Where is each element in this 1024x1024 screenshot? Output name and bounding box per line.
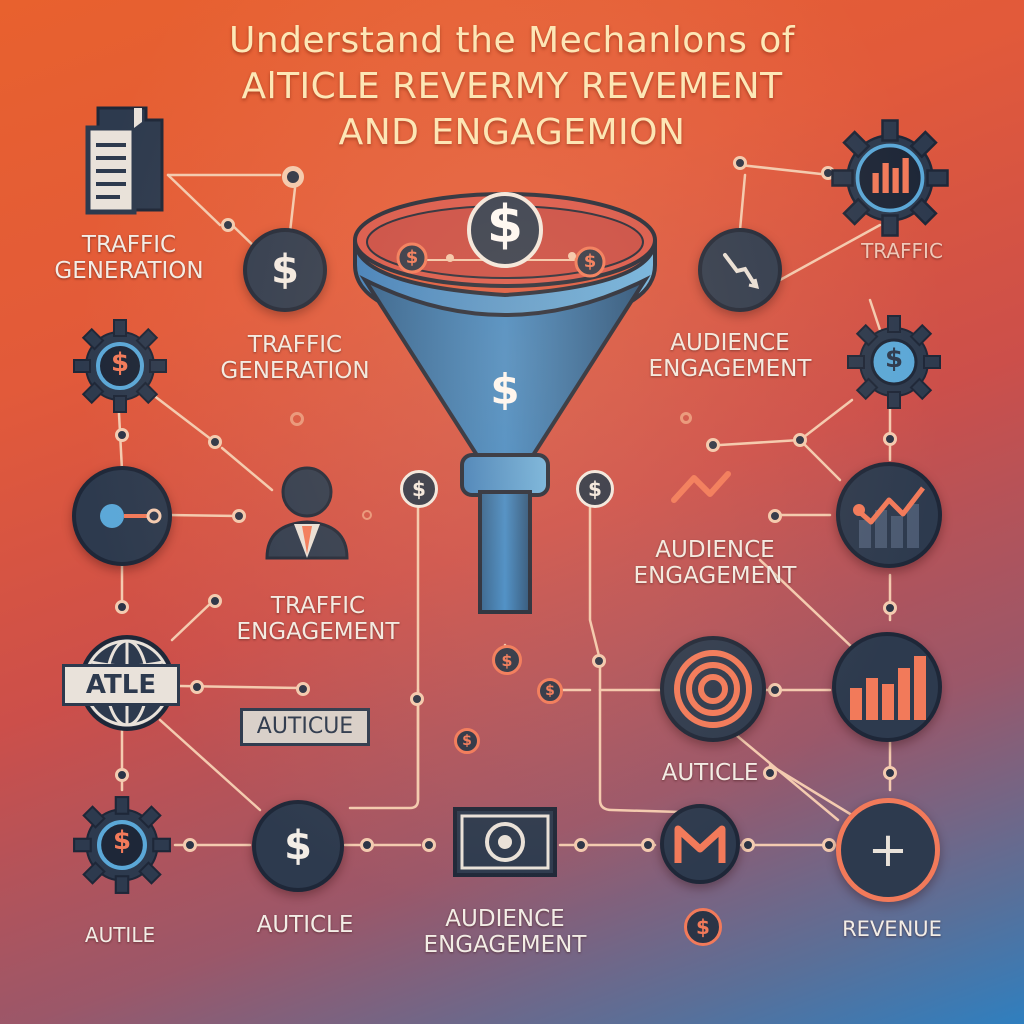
connector-dot (741, 838, 755, 852)
dollar-icon: $ (284, 823, 312, 869)
connector-dot (763, 766, 777, 780)
connector-dot (296, 682, 310, 696)
gear-dollar-bottom-symbol: $ (112, 826, 132, 856)
title-line-1: Understand the Mechanlons of (229, 20, 795, 61)
target-node (660, 636, 766, 742)
connector-dot (232, 509, 246, 523)
chart-node (836, 462, 942, 568)
dollar-icon: $ (271, 247, 299, 293)
connector-dot (360, 838, 374, 852)
label-autile: AUTILE (84, 923, 156, 947)
connector-dot (115, 600, 129, 614)
connector-dot (208, 435, 222, 449)
target-icon (674, 650, 752, 728)
connector-dot (793, 433, 807, 447)
connector-dot (768, 509, 782, 523)
label-audience-engagement-mid: AUDIENCE ENGAGEMENT (633, 537, 797, 589)
connector-dot (115, 428, 129, 442)
m-chart-node (660, 804, 740, 884)
label-traffic-generation-mid: TRAFFIC GENERATION (220, 332, 370, 384)
funnel-right-coin-symbol: $ (583, 251, 597, 272)
m-chart-icon (674, 825, 726, 863)
toggle-node (72, 466, 172, 566)
gear-chart-icon (831, 119, 949, 237)
connector-dot (768, 683, 782, 697)
funnel-top-dollar: $ (486, 195, 524, 255)
gear-dollar-icon (73, 319, 167, 413)
dollar-node-bottom: $ (252, 800, 344, 892)
connector-dot (574, 838, 588, 852)
label-traffic-right: TRAFFIC (861, 239, 943, 263)
title-line-2: AlTICLE REVERMY REVEMENT (241, 66, 783, 107)
connector-dot (282, 166, 304, 188)
coin-small: $ (492, 645, 522, 675)
dollar-node: $ (243, 228, 327, 312)
bar-chart-icon (850, 656, 926, 720)
connector-dot (641, 838, 655, 852)
connector-dot (883, 601, 897, 615)
gear-dollar-right-icon (847, 315, 941, 409)
person-icon (265, 466, 349, 560)
coin-left: $ (400, 470, 438, 508)
connector-dot (422, 838, 436, 852)
label-audience-engagement-bottom: AUDIENCE ENGAGEMENT (423, 906, 587, 958)
document-icon (85, 106, 164, 215)
coin-revenue: $ (684, 908, 722, 946)
connector-dot (290, 412, 304, 426)
coin-small: $ (537, 678, 563, 704)
connector-dot (410, 692, 424, 706)
connector-dot (733, 156, 747, 170)
funnel-body-dollar: $ (490, 365, 520, 414)
curve-node (698, 228, 782, 312)
label-audience-engagement-upper: AUDIENCE ENGAGEMENT (648, 330, 812, 382)
auticue-tag: AUTICUE (240, 708, 370, 746)
connector-dot (822, 838, 836, 852)
bar-chart-node (832, 632, 942, 742)
connector-dot (883, 432, 897, 446)
trend-zigzag-icon (671, 471, 731, 503)
connector-dot (190, 680, 204, 694)
label-revenue: REVENUE (842, 917, 942, 941)
title-line-3: AND ENGAGEMION (338, 112, 686, 153)
atle-tag: ATLE (62, 664, 180, 706)
plus-node: + (836, 798, 940, 902)
connector-dot (208, 594, 222, 608)
gear-dollar-bottom-icon (73, 796, 171, 894)
label-traffic-generation-left: TRAFFIC GENERATION (54, 232, 204, 284)
gear-dollar-symbol: $ (110, 348, 130, 378)
connector-dot (362, 510, 372, 520)
coin-right: $ (576, 470, 614, 508)
plus-icon: + (867, 822, 909, 878)
label-traffic-engagement: TRAFFIC ENGAGEMENT (236, 593, 400, 645)
gear-dollar-right-symbol: $ (884, 344, 904, 374)
connector-dot (221, 218, 235, 232)
trend-down-icon (723, 253, 760, 290)
target-card-icon (453, 807, 557, 877)
funnel-icon (353, 192, 657, 614)
line-chart-icon (853, 486, 925, 548)
connector-dot (706, 438, 720, 452)
connector-dot (592, 654, 606, 668)
label-auticle-right: AUTICLE (661, 760, 759, 786)
toggle-icon (100, 504, 162, 528)
connector-dot (183, 838, 197, 852)
connector-dot (680, 412, 692, 424)
label-auticle-bottom: AUTICLE (256, 912, 354, 938)
funnel-left-coin-symbol: $ (405, 247, 419, 268)
connector-dot (115, 768, 129, 782)
coin-small: $ (454, 728, 480, 754)
connector-dot (883, 766, 897, 780)
